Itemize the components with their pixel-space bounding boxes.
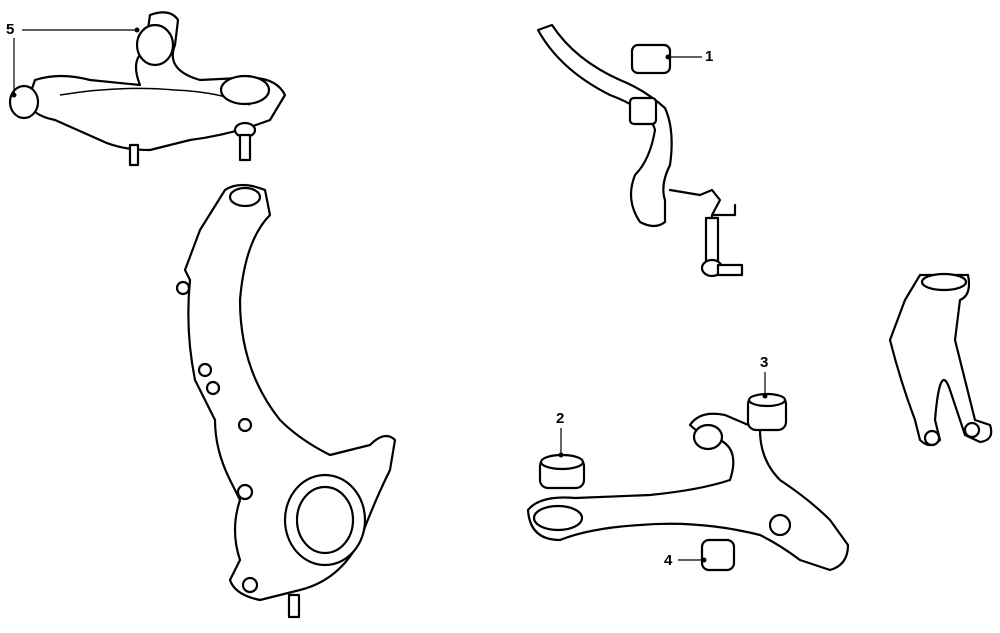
leader-lines [11, 27, 768, 563]
stabilizer-bar [536, 23, 673, 228]
lower-control-arm [526, 412, 850, 572]
callout-1: 1 [705, 48, 714, 65]
upper-control-arm [8, 11, 287, 167]
bushing-3 [746, 392, 788, 432]
callout-4: 4 [664, 552, 673, 569]
stabilizer-link [668, 188, 744, 278]
callout-3: 3 [760, 354, 769, 371]
upper-knuckle-view [888, 272, 993, 447]
bushing-2 [538, 453, 586, 490]
callout-2: 2 [556, 410, 565, 427]
callout-5: 5 [6, 21, 15, 38]
steering-knuckle [175, 183, 397, 619]
bushing-4 [700, 538, 736, 572]
